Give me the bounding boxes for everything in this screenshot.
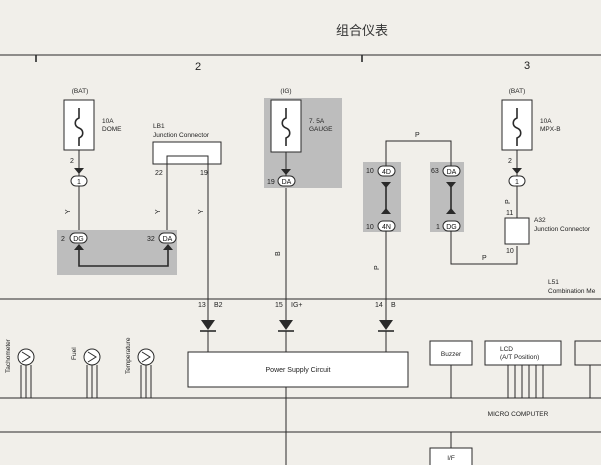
fuse-gauge-terminal-label: DA [282, 179, 292, 186]
fuse-mpxb-symbol [512, 108, 522, 146]
fuse-mpxb-arrow [512, 168, 522, 174]
meter-pin-13-label: B2 [214, 302, 223, 309]
lcd-label-2: (A/T Position) [500, 354, 539, 361]
connector-left-bridge [78, 250, 169, 267]
a32-pin-b: 10 [506, 248, 514, 255]
lcd-box [484, 340, 562, 366]
fuse-dome-arrow [74, 168, 84, 174]
lb1-pin-a: 22 [155, 170, 163, 177]
fuse-dome-terminal-label: 1 [77, 179, 81, 186]
l51-name: Combination Me [548, 288, 596, 295]
if-label: I/F [447, 455, 455, 462]
fuse-dome-rating: 10A [102, 118, 114, 125]
gauge-temperature-leads [140, 365, 152, 398]
power-supply-box [187, 351, 409, 388]
box-dg-left-pin: 2 [61, 236, 65, 243]
gauge-tachometer-needle [21, 351, 31, 363]
mid-dg-pin: 1 [436, 224, 440, 231]
fuse-dome-symbol [74, 108, 84, 146]
wire-label-p2: P [374, 265, 381, 270]
wire-label-p1: P [415, 132, 420, 139]
gauge-tachometer-label: Tachometer [5, 338, 12, 373]
lb1-id: LB1 [153, 123, 165, 130]
lcd-label-1: LCD [500, 346, 513, 353]
fuse-dome-pin: 2 [70, 158, 74, 165]
gauge-temperature-label: Temperature [125, 337, 132, 374]
gauge-fuel-icon [83, 348, 101, 366]
fuse-gauge-rating: 7. 5A [309, 118, 325, 125]
fuse-dome-name: DOME [102, 126, 122, 133]
mid-4n-pin: 10 [366, 224, 374, 231]
fuse-mpxb-source: (BAT) [509, 88, 526, 95]
column-number-2: 2 [195, 61, 201, 73]
lb1-name: Junction Connector [153, 132, 210, 139]
meter-pin-14-label: B [391, 302, 396, 309]
column-number-3: 3 [524, 60, 530, 72]
lb1-box [152, 141, 222, 165]
wire-label-p3: P [482, 255, 487, 262]
a32-name: Junction Connector [534, 226, 591, 233]
diode-ig [279, 320, 293, 330]
mid-da-pin: 63 [431, 168, 439, 175]
fuse-mpxb-rating: 10A [540, 118, 552, 125]
mid-da-label: DA [447, 169, 457, 176]
fuse-gauge-name: GAUGE [309, 126, 333, 133]
meter-pin-13: 13 [198, 302, 206, 309]
gauge-tachometer-leads [20, 365, 32, 398]
wire-label-b1: B [275, 251, 282, 256]
box-da-left-label: DA [163, 236, 173, 243]
meter-pin-15: 15 [275, 302, 283, 309]
fuse-gauge-pin: 19 [267, 179, 275, 186]
meter-pin-14: 14 [375, 302, 383, 309]
fuse-dome-source: (BAT) [72, 88, 89, 95]
micro-computer-label: MICRO COMPUTER [488, 411, 549, 418]
fuse-gauge-source: (IG) [280, 88, 291, 95]
mid-4d-label: 4D [382, 169, 391, 176]
box-da-left-pin: 32 [147, 236, 155, 243]
wire-label-y1: Y [65, 209, 72, 214]
gauge-fuel-needle [87, 351, 97, 363]
box-dg-left-label: DG [73, 236, 84, 243]
fuse-gauge-terminal [277, 175, 296, 187]
fuse-gauge-symbol [281, 108, 291, 146]
if-box [429, 447, 473, 465]
lb1-pin-b: 19 [200, 170, 208, 177]
power-supply-label: Power Supply Circuit [266, 367, 331, 374]
gauge-fuel-leads [86, 365, 98, 398]
mid-dg-label: DG [446, 224, 457, 231]
wire-p-top [385, 140, 452, 166]
box-dg-left-terminal [69, 232, 88, 244]
box-da-left-terminal [158, 232, 177, 244]
lb1-internal-wire [166, 155, 209, 164]
l51-id: L51 [548, 279, 559, 286]
meter-pin-15-label: IG+ [291, 302, 302, 309]
a32-id: A32 [534, 217, 546, 224]
gauge-fuel-label: Fuel [71, 347, 78, 360]
wire-dg-to-a32 [450, 231, 518, 265]
gauge-temperature-icon [137, 348, 155, 366]
gauge-tachometer-icon [17, 348, 35, 366]
diode-b [379, 320, 393, 330]
a32-pin-a: 11 [506, 210, 513, 217]
wire-label-p4: P [505, 199, 512, 204]
diode-b2 [201, 320, 215, 330]
wire-label-y2: Y [155, 209, 162, 214]
wire-label-y3: Y [198, 209, 205, 214]
mid-4d-pin: 10 [366, 168, 374, 175]
fuse-mpxb-pin: 2 [508, 158, 512, 165]
mid-4n-label: 4N [382, 224, 391, 231]
partial-box-right [574, 340, 601, 366]
fuse-gauge-arrow [281, 169, 291, 175]
fuse-mpxb-name: MPX-B [540, 126, 561, 133]
fuse-mpxb-terminal-label: 1 [515, 179, 519, 186]
buzzer-label: Buzzer [441, 351, 462, 358]
gauge-temperature-needle [141, 351, 151, 363]
page-title: 组合仪表 [336, 24, 388, 39]
lcd-leads [507, 365, 544, 398]
a32-box [504, 217, 530, 245]
